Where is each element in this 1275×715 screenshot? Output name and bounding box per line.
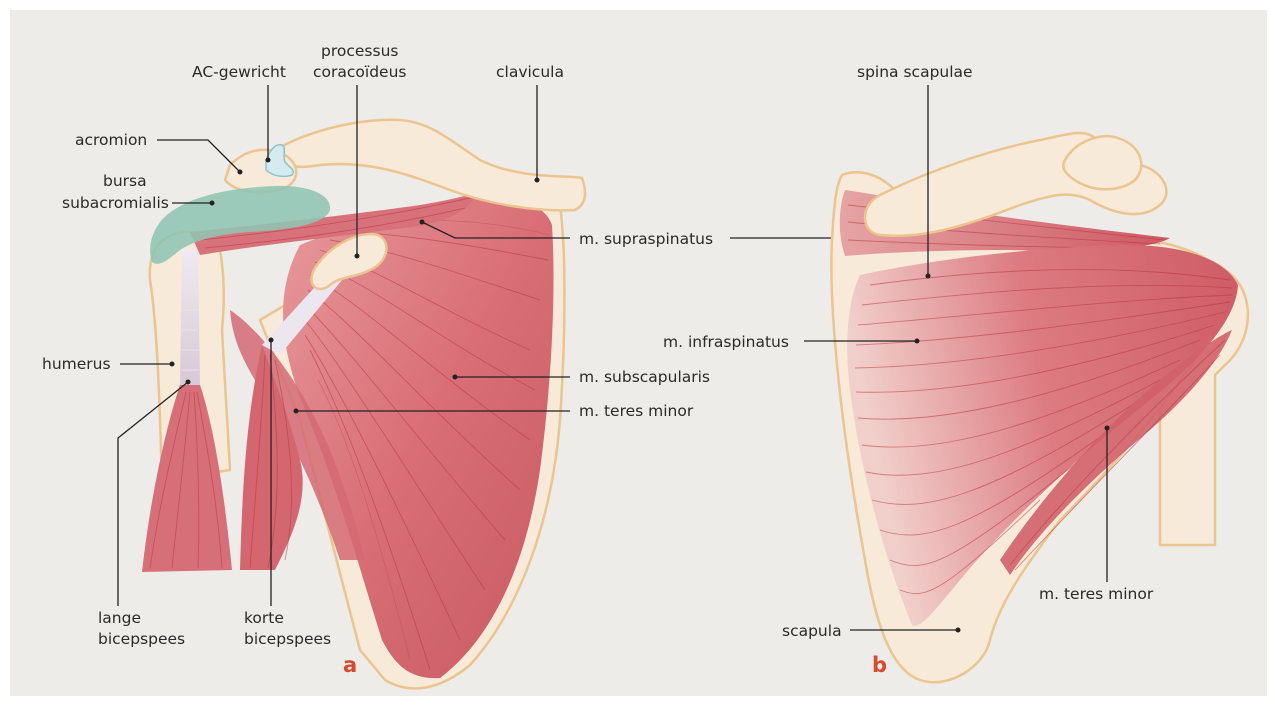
- label-short-biceps-2: bicepspees: [244, 630, 331, 648]
- label-infraspinatus: m. infraspinatus: [663, 333, 789, 351]
- panel-letter-b: b: [872, 653, 887, 677]
- label-clavicula: clavicula: [496, 63, 564, 81]
- label-coracoid-1: processus: [321, 42, 398, 60]
- label-short-biceps-1: korte: [244, 609, 284, 627]
- label-subscapularis: m. subscapularis: [579, 368, 710, 386]
- label-humerus: humerus: [42, 355, 111, 373]
- label-teres-minor-a: m. teres minor: [579, 402, 694, 420]
- label-supraspinatus: m. supraspinatus: [579, 230, 713, 248]
- label-bursa-2: subacromialis: [62, 194, 169, 212]
- label-coracoid-2: coracoïdeus: [313, 63, 406, 81]
- label-scapula: scapula: [782, 622, 842, 640]
- label-acromion: acromion: [75, 131, 147, 149]
- label-teres-minor-b: m. teres minor: [1039, 585, 1154, 603]
- label-long-biceps-1: lange: [98, 609, 141, 627]
- label-ac-joint: AC-gewricht: [192, 63, 286, 81]
- label-bursa-1: bursa: [103, 172, 147, 190]
- panel-letter-a: a: [343, 653, 357, 677]
- label-long-biceps-2: bicepspees: [98, 630, 185, 648]
- label-spina-scapulae: spina scapulae: [857, 63, 973, 81]
